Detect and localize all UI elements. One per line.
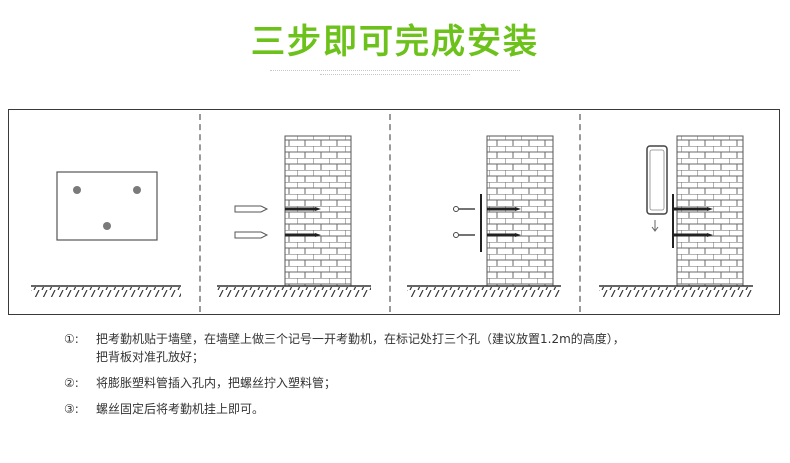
- illustration-panel: [8, 109, 780, 315]
- step3-floor: [407, 285, 561, 297]
- mark-dot-2: [133, 186, 141, 194]
- step3-wall: [486, 135, 554, 287]
- step3-screws: [453, 194, 521, 252]
- step4-wall: [676, 135, 744, 287]
- step-number: ①:: [64, 332, 79, 346]
- step-text: 把考勤机贴于墙壁，在墙壁上做三个记号一开考勤机，在标记处打三个孔（建议放置1.2…: [96, 332, 625, 364]
- page-title: 三步即可完成安装: [251, 22, 539, 62]
- step4-floor: [599, 285, 753, 297]
- title-divider-left: [270, 70, 520, 71]
- mark-dot-3: [103, 222, 111, 230]
- step2-anchors: [234, 205, 321, 239]
- panel-divider-1: [199, 114, 201, 312]
- step-text: 将膨胀塑料管插入孔内，把螺丝拧入塑料管；: [96, 376, 337, 390]
- step1-floor: [31, 285, 181, 297]
- step-item-2: ②: 将膨胀塑料管插入孔内，把螺丝拧入塑料管；: [64, 374, 764, 392]
- down-arrow-icon: [651, 220, 659, 232]
- step-number: ②:: [64, 376, 79, 390]
- step-item-1: ①: 把考勤机贴于墙壁，在墙壁上做三个记号一开考勤机，在标记处打三个孔（建议放置…: [64, 330, 764, 366]
- step4-device: [646, 145, 668, 215]
- mark-dot-1: [73, 186, 81, 194]
- step2-wall: [284, 135, 352, 287]
- installation-diagram: [31, 135, 753, 297]
- step4-screws: [672, 194, 713, 248]
- step-text: 螺丝固定后将考勤机挂上即可。: [96, 402, 265, 416]
- step-number: ③:: [64, 402, 79, 416]
- step1-backplate: [56, 171, 158, 241]
- installation-steps: ①: 把考勤机贴于墙壁，在墙壁上做三个记号一开考勤机，在标记处打三个孔（建议放置…: [64, 330, 764, 426]
- title-divider-center: [320, 74, 470, 75]
- step-item-3: ③: 螺丝固定后将考勤机挂上即可。: [64, 400, 764, 418]
- step2-floor: [217, 285, 371, 297]
- panel-divider-2: [389, 114, 391, 312]
- panel-divider-3: [579, 114, 581, 312]
